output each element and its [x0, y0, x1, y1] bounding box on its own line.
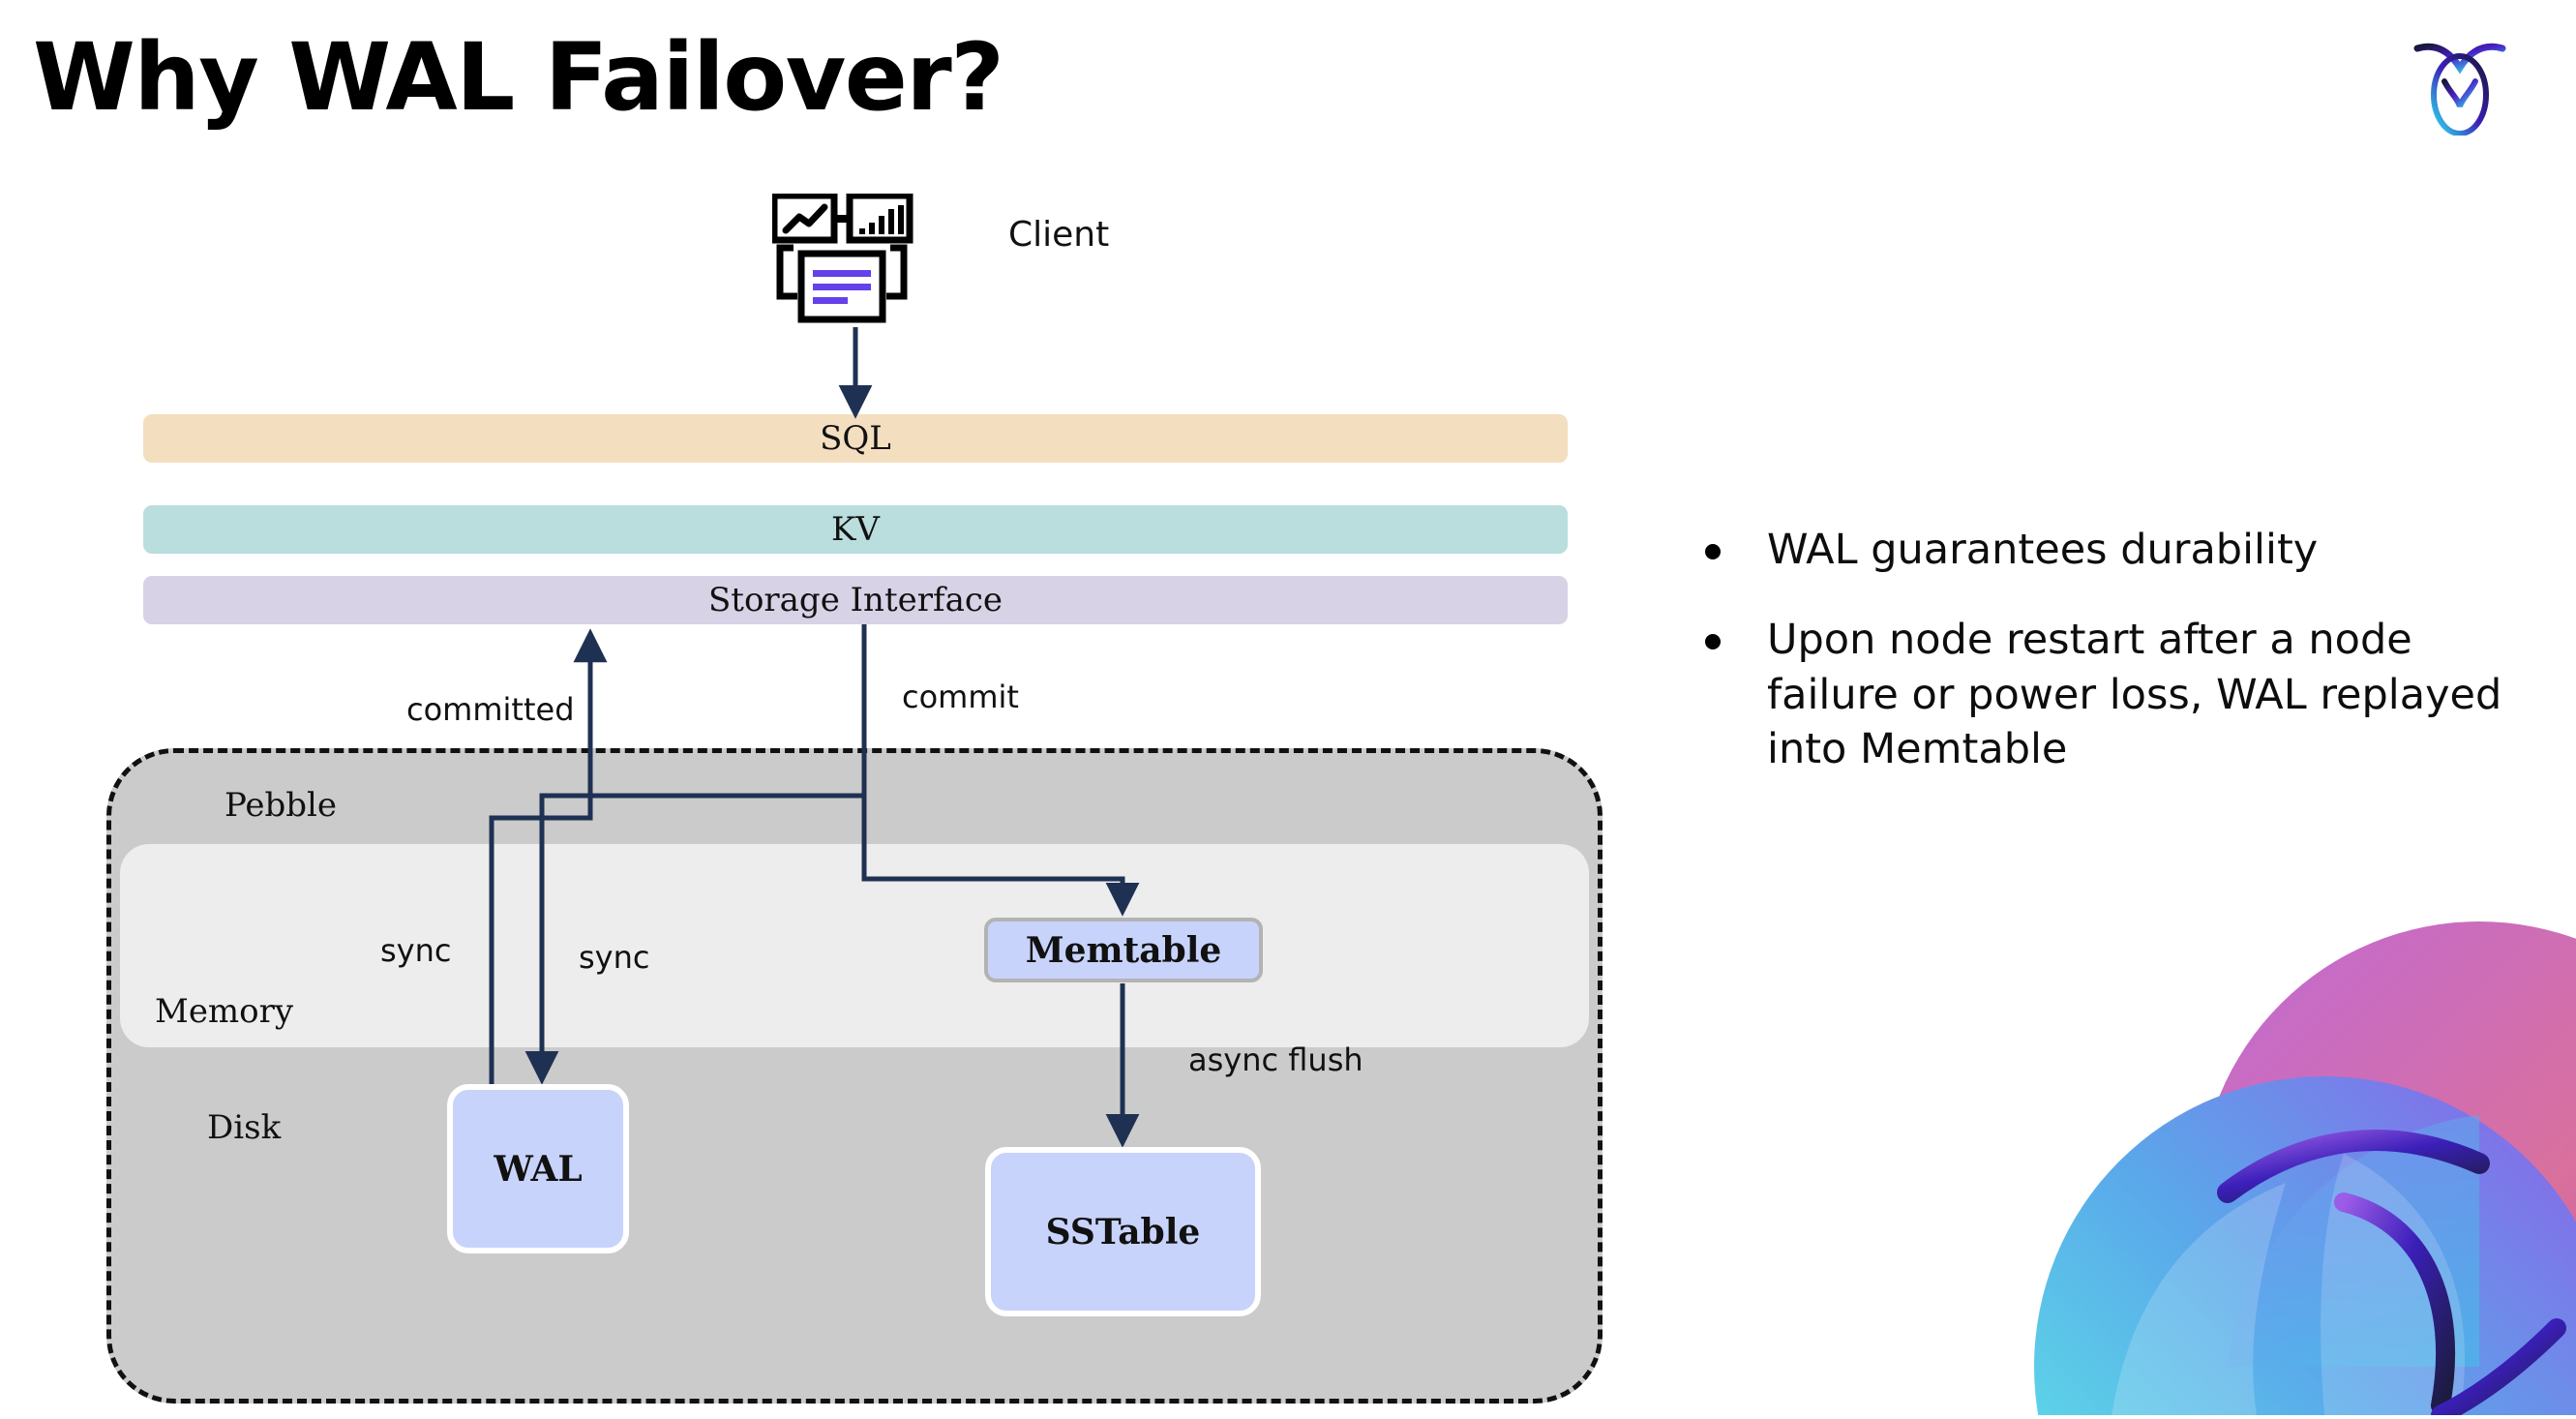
node-sstable: SSTable [985, 1147, 1261, 1316]
bullet-dot-icon [1705, 633, 1721, 649]
list-item: WAL guarantees durability [1705, 523, 2518, 578]
node-memtable: Memtable [984, 918, 1263, 982]
edge-label-commit: commit [902, 679, 1019, 715]
client-dashboard-icon [770, 192, 927, 324]
node-label-sstable: SSTable [1045, 1211, 1201, 1253]
cockroach-labs-logo-icon [2408, 29, 2512, 136]
bullet-text: Upon node restart after a node failure o… [1767, 615, 2502, 774]
bullet-list: WAL guarantees durability Upon node rest… [1705, 523, 2518, 812]
page-title: Why WAL Failover? [33, 23, 1004, 132]
node-label-wal: WAL [494, 1148, 583, 1190]
layer-label-kv: KV [831, 510, 880, 549]
edge-label-sync-left: sync [380, 932, 452, 969]
layer-bar-kv: KV [143, 505, 1568, 554]
bullet-dot-icon [1705, 544, 1721, 559]
edge-label-async-flush: async flush [1188, 1042, 1363, 1078]
edge-label-committed: committed [406, 691, 575, 728]
decorative-gradient-artwork [1937, 912, 2576, 1415]
edge-label-sync-right: sync [579, 939, 650, 976]
layer-bar-sql: SQL [143, 414, 1568, 463]
layer-label-sql: SQL [820, 419, 891, 458]
list-item: Upon node restart after a node failure o… [1705, 613, 2518, 777]
wal-architecture-diagram: Client SQL KV Storage Interface Pebble M… [106, 192, 1603, 1404]
disk-label: Disk [207, 1108, 282, 1147]
memory-region [120, 844, 1589, 1047]
node-wal: WAL [447, 1084, 629, 1253]
memory-label: Memory [155, 992, 294, 1031]
layer-label-storage: Storage Interface [707, 581, 1003, 619]
layer-bar-storage: Storage Interface [143, 576, 1568, 624]
client-label: Client [1008, 215, 1110, 255]
bullet-text: WAL guarantees durability [1767, 526, 2319, 574]
pebble-label: Pebble [225, 786, 337, 825]
node-label-memtable: Memtable [1025, 929, 1222, 971]
